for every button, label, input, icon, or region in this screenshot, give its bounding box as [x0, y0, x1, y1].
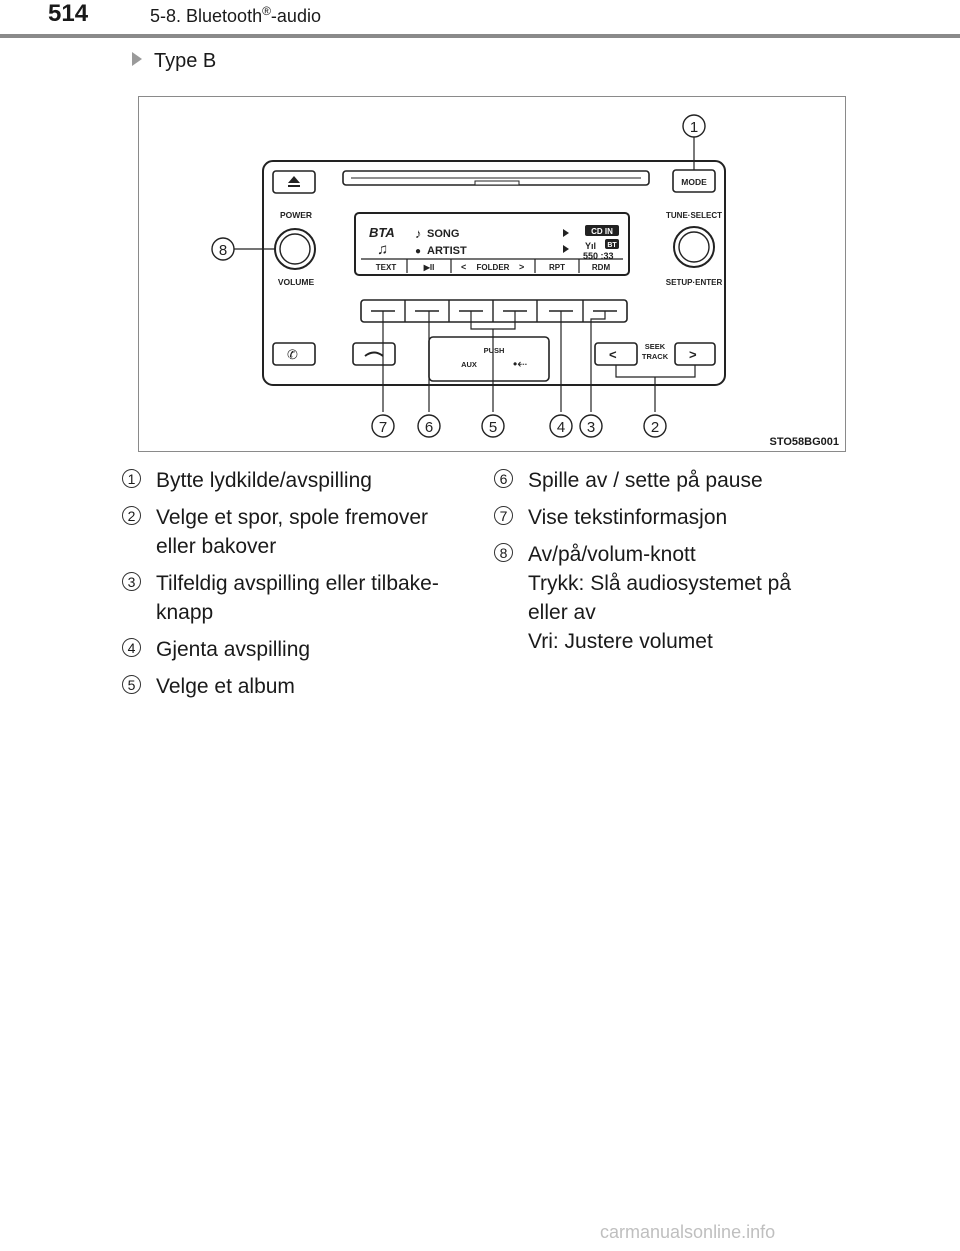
- callout-5: 5: [489, 419, 497, 436]
- legend-line: Trykk: Slå audiosystemet på: [528, 572, 791, 595]
- callout-2: 2: [651, 419, 659, 436]
- legend-line: Vise tekstinformasjon: [528, 506, 728, 529]
- legend-number-badge: 2: [122, 506, 141, 525]
- chevron-left-icon: <: [461, 262, 466, 272]
- page-header: 514 5-8. Bluetooth®-audio: [0, 0, 960, 38]
- legend-text: Vise tekstinformasjon: [528, 503, 848, 532]
- legend-text: Velge et spor, spole fremover eller bakov…: [156, 503, 476, 561]
- footer-watermark: carmanualsonline.info: [600, 1222, 776, 1242]
- callout-3: 3: [587, 419, 595, 436]
- callout-6: 6: [425, 419, 433, 436]
- legend-line: Tilfeldig avspilling eller tilbake-: [156, 572, 439, 595]
- play-arrow-icon: [563, 245, 569, 253]
- legend-line: Vri: Justere volumet: [528, 630, 713, 653]
- setup-enter-label: SETUP·ENTER: [666, 278, 723, 287]
- mode-label: MODE: [681, 177, 707, 187]
- aux-usb-cover: [428, 336, 550, 382]
- legend-number-badge: 4: [122, 638, 141, 657]
- legend-line: eller av: [528, 601, 596, 624]
- legend-text: Velge et album: [156, 672, 476, 701]
- bt-badge: [605, 239, 619, 249]
- callout-4: 4: [557, 419, 565, 436]
- display-btn-play: ▶II: [423, 263, 435, 272]
- legend-number-badge: 3: [122, 572, 141, 591]
- legend-text: Gjenta avspilling: [156, 635, 476, 664]
- preset-button-strip: [360, 299, 628, 323]
- display-song: SONG: [427, 228, 459, 240]
- display-btn-rpt: RPT: [549, 263, 565, 272]
- chevron-right-icon: >: [519, 262, 524, 272]
- page-number: 514: [48, 0, 89, 27]
- legend-line: knapp: [156, 601, 214, 624]
- signal-icon: Yıl: [585, 241, 596, 251]
- display-artist: ARTIST: [427, 245, 467, 257]
- phone-icon: ✆: [287, 347, 298, 362]
- display-btn-folder: FOLDER: [477, 263, 510, 272]
- legend-number-badge: 7: [494, 506, 513, 525]
- power-label: POWER: [280, 210, 312, 220]
- track-label: TRACK: [642, 352, 669, 361]
- header-rule: [0, 34, 960, 38]
- phone-pickup-button: [272, 342, 316, 366]
- legend-line: Spille av / sette på pause: [528, 469, 763, 492]
- legend-text: Tilfeldig avspilling eller tilbake-knapp: [156, 569, 476, 627]
- callout-8: 8: [219, 242, 227, 259]
- aux-label: AUX: [461, 360, 477, 369]
- chevron-right-icon: >: [689, 347, 697, 362]
- triangle-bullet-icon: [132, 52, 142, 66]
- eject-icon: [288, 176, 300, 183]
- play-arrow-icon: [563, 229, 569, 237]
- legend-number-badge: 5: [122, 675, 141, 694]
- callout-7: 7: [379, 419, 387, 436]
- legend-line: Velge et spor, spole fremover: [156, 506, 428, 529]
- legend-line: Gjenta avspilling: [156, 638, 311, 661]
- hangup-icon: [364, 351, 384, 357]
- phone-hangup-button: [352, 342, 396, 366]
- legend-text: Spille av / sette på pause: [528, 466, 848, 495]
- legend-line: Bytte lydkilde/avspilling: [156, 469, 372, 492]
- legend-number-badge: 6: [494, 469, 513, 488]
- figure-code: STO58BG001: [769, 436, 839, 448]
- display-btn-text: TEXT: [376, 263, 397, 272]
- subheading: Type B: [132, 50, 216, 73]
- legend-text: Bytte lydkilde/avspilling: [156, 466, 476, 495]
- chapter-title: 5-8. Bluetooth®-audio: [150, 4, 321, 26]
- legend-number-badge: 1: [122, 469, 141, 488]
- display-btn-rdm: RDM: [592, 263, 611, 272]
- seek-label: SEEK: [645, 342, 666, 351]
- legend-line: Velge et album: [156, 675, 295, 698]
- person-icon: ●: [415, 246, 421, 257]
- display-time: 550 :33: [583, 251, 614, 261]
- music-note-icon: ♪: [415, 226, 422, 241]
- usb-icon: •⇠: [513, 357, 527, 371]
- cd-in-badge: [585, 225, 619, 236]
- legend-number-badge: 8: [494, 543, 513, 562]
- display-source: BTA: [369, 225, 395, 240]
- volume-label: VOLUME: [278, 277, 315, 287]
- legend-line: Av/på/volum-knott: [528, 543, 696, 566]
- music-notes-icon: ♫: [377, 241, 388, 258]
- callout-1: 1: [690, 119, 698, 136]
- push-label: PUSH: [484, 346, 505, 355]
- audio-unit-figure: MODE POWER VOLUME TUNE·SELECT SETUP·ENTE…: [138, 96, 846, 452]
- legend-line: eller bakover: [156, 535, 277, 558]
- chevron-left-icon: <: [609, 347, 617, 362]
- tune-select-label: TUNE·SELECT: [666, 211, 722, 220]
- svg-text:BT: BT: [607, 242, 617, 249]
- svg-text:CD IN: CD IN: [591, 227, 613, 236]
